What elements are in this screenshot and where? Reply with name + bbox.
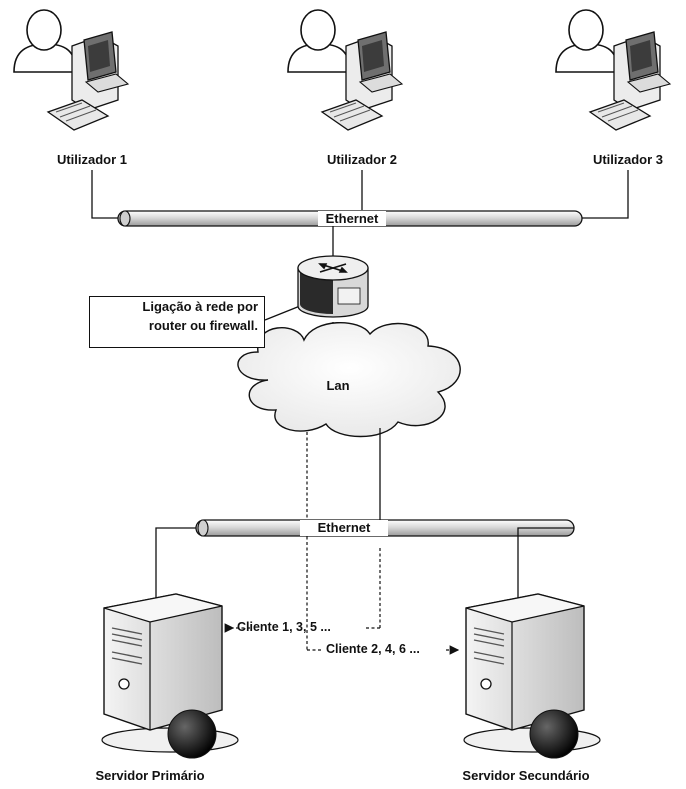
user-1-figure — [14, 10, 128, 130]
router-icon — [298, 256, 368, 317]
flow-primary-label: Cliente 1, 3, 5 ... — [237, 620, 331, 635]
user-1-label: Utilizador 1 — [57, 152, 127, 167]
top-ethernet-label: Ethernet — [326, 211, 379, 226]
bottom-ethernet-label: Ethernet — [318, 520, 371, 535]
callout-line-2: router ou firewall. — [90, 316, 264, 335]
primary-server-label: Servidor Primário — [95, 768, 204, 783]
secondary-server-label: Servidor Secundário — [462, 768, 589, 783]
user-3-label: Utilizador 3 — [593, 152, 663, 167]
cloud-to-bus-links — [307, 428, 380, 650]
user-2-person-icon — [288, 10, 350, 72]
lan-label: Lan — [326, 378, 349, 393]
callout-line-1: Ligação à rede por — [90, 297, 264, 316]
user-2-label: Utilizador 2 — [327, 152, 397, 167]
bottom-ethernet-cable — [196, 520, 574, 536]
user-1-person-icon — [14, 10, 76, 72]
user-3-person-icon — [556, 10, 618, 72]
secondary-server-icon — [464, 594, 600, 758]
router-callout: Ligação à rede por router ou firewall. — [89, 296, 265, 348]
primary-server-icon — [102, 594, 238, 758]
flow-secondary-label: Cliente 2, 4, 6 ... — [326, 642, 420, 657]
user-2-figure — [288, 10, 402, 130]
user-3-figure — [556, 10, 670, 130]
